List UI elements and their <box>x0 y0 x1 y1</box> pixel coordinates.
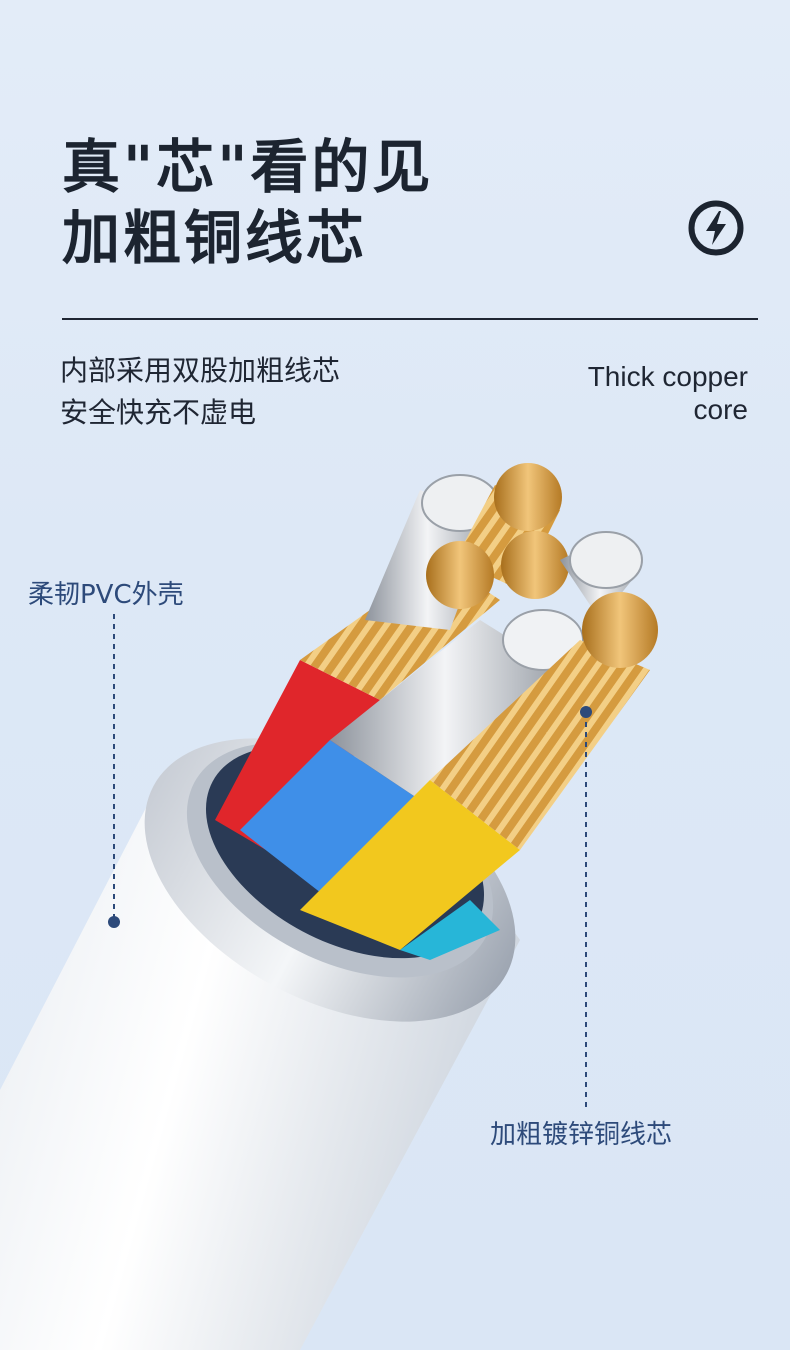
title-line-1: 真"芯"看的见 <box>62 133 434 201</box>
description-block: 内部采用双股加粗线芯 安全快充不虚电 <box>60 350 340 434</box>
header-divider <box>62 318 758 320</box>
cable-illustration <box>0 463 658 1350</box>
pvc-jacket-label: 柔韧PVC外壳 <box>28 580 184 610</box>
english-caption: Thick copper core <box>588 360 748 426</box>
english-line-2: core <box>693 394 748 426</box>
description-line-1: 内部采用双股加粗线芯 <box>60 354 341 387</box>
lightning-bolt-icon <box>688 200 744 256</box>
description-line-2: 安全快充不虚电 <box>60 396 257 429</box>
copper-core-label: 加粗镀锌铜线芯 <box>490 1120 673 1150</box>
page-title: 真"芯"看的见 加粗铜线芯 <box>62 132 433 274</box>
english-line-1: Thick copper <box>587 361 748 392</box>
title-line-2: 加粗铜线芯 <box>62 203 368 272</box>
